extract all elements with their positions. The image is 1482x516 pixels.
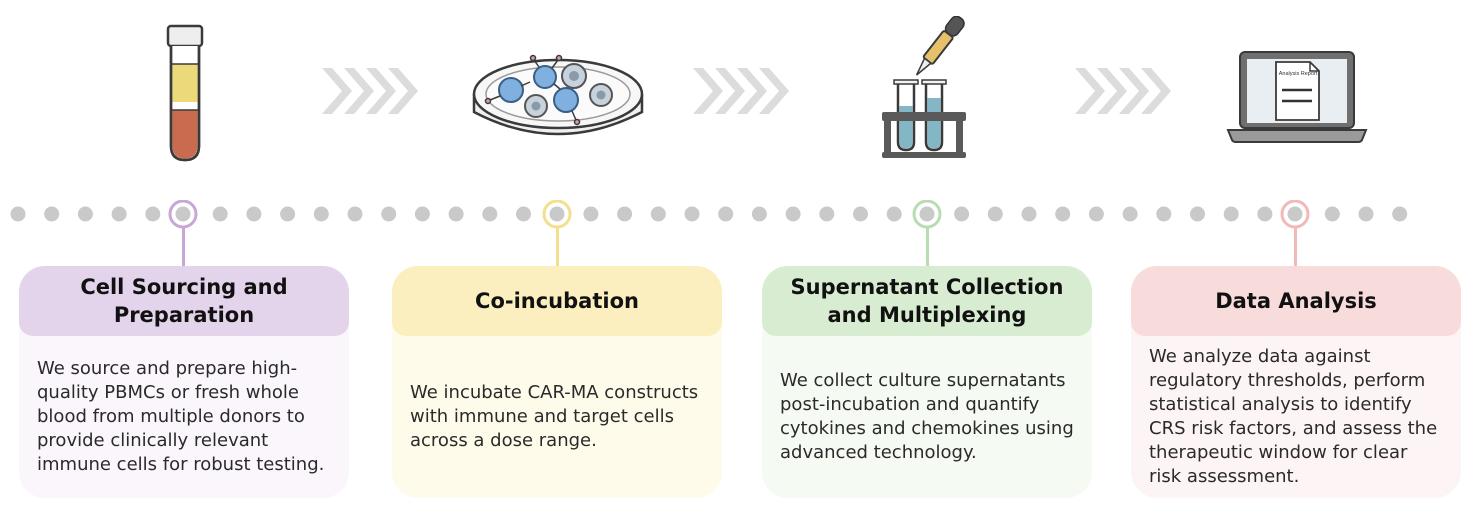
- step-title: Cell Sourcing and Preparation: [80, 275, 288, 327]
- timeline-dot: [516, 206, 531, 222]
- petri-dish-icon: [472, 54, 644, 136]
- timeline-dot: [1021, 206, 1037, 222]
- blood-tube-icon: [166, 24, 204, 162]
- timeline-dot: [10, 206, 26, 222]
- timeline-dot: [751, 206, 767, 222]
- timeline-step-marker: [168, 200, 198, 229]
- timeline-dot: [1122, 206, 1138, 222]
- timeline-dot: [1358, 206, 1374, 222]
- pipette-test-tubes-icon: [882, 16, 966, 158]
- timeline-dot: [886, 206, 902, 222]
- timeline-dot: [1190, 206, 1205, 222]
- timeline-dot: [1088, 206, 1104, 222]
- step-description: We analyze data against regulatory thres…: [1149, 346, 1438, 487]
- timeline-dot: [381, 206, 397, 222]
- timeline-dot: [246, 206, 262, 222]
- timeline-dot: [987, 206, 1003, 222]
- step-title: Data Analysis: [1215, 289, 1377, 313]
- step-card-3: Supernatant Collection and Multiplexing …: [762, 266, 1092, 498]
- connector-stem-3: [926, 226, 929, 268]
- timeline-dot: [1392, 206, 1408, 222]
- report-label: Analysis Report: [1279, 71, 1318, 77]
- timeline-dot: [1324, 206, 1340, 222]
- timeline-dot: [819, 206, 835, 222]
- timeline-dot: [684, 206, 700, 222]
- step-card-4: Data Analysis We analyze data against re…: [1131, 266, 1461, 498]
- chevron-arrow-3: [1075, 68, 1171, 114]
- timeline-dot: [313, 206, 329, 222]
- step-card-4-header: Data Analysis: [1131, 266, 1461, 336]
- step-description: We source and prepare high-quality PBMCs…: [37, 358, 325, 475]
- step-card-2-header: Co-incubation: [392, 266, 722, 336]
- step-card-2: Co-incubation We incubate CAR-MA constru…: [392, 266, 722, 498]
- timeline-dot: [280, 206, 296, 222]
- connector-stem-4: [1294, 226, 1297, 268]
- timeline-dot: [347, 206, 363, 222]
- timeline-dot: [718, 206, 734, 222]
- connector-stem-1: [182, 226, 185, 268]
- timeline-dot: [44, 206, 60, 222]
- timeline-dot: [414, 206, 430, 222]
- chevron-arrow-1: [322, 68, 418, 114]
- timeline-dot: [77, 206, 93, 222]
- step-title: Supernatant Collection and Multiplexing: [790, 275, 1064, 327]
- timeline-dot: [1055, 206, 1071, 222]
- timeline-dot: [1257, 206, 1273, 222]
- timeline-dot: [583, 206, 599, 222]
- timeline-dot: [1156, 206, 1172, 222]
- timeline-dot: [482, 206, 498, 222]
- timeline-dot: [145, 206, 161, 222]
- timeline-dot: [617, 206, 633, 222]
- step-card-1: Cell Sourcing and Preparation We source …: [19, 266, 349, 498]
- timeline-step-marker: [1280, 200, 1310, 229]
- chevron-arrow-2: [693, 68, 789, 114]
- timeline-dot: [111, 206, 127, 222]
- timeline-dot: [954, 206, 970, 222]
- timeline-dot: [853, 206, 868, 222]
- timeline-dot: [212, 206, 228, 222]
- timeline-dot: [1223, 206, 1239, 222]
- step-card-1-header: Cell Sourcing and Preparation: [19, 266, 349, 336]
- step-description: We collect culture supernatants post-inc…: [780, 370, 1074, 463]
- timeline-dot: [785, 206, 801, 222]
- connector-stem-2: [556, 226, 559, 268]
- step-card-3-header: Supernatant Collection and Multiplexing: [762, 266, 1092, 336]
- timeline-dots: [10, 200, 1408, 229]
- laptop-report-icon: Analysis Report: [1226, 51, 1368, 143]
- timeline-step-marker: [912, 200, 942, 229]
- timeline-step-marker: [542, 200, 572, 229]
- step-title: Co-incubation: [475, 289, 639, 313]
- step-description: We incubate CAR-MA constructs with immun…: [410, 382, 699, 451]
- timeline-dot: [650, 206, 666, 222]
- timeline-dot: [448, 206, 464, 222]
